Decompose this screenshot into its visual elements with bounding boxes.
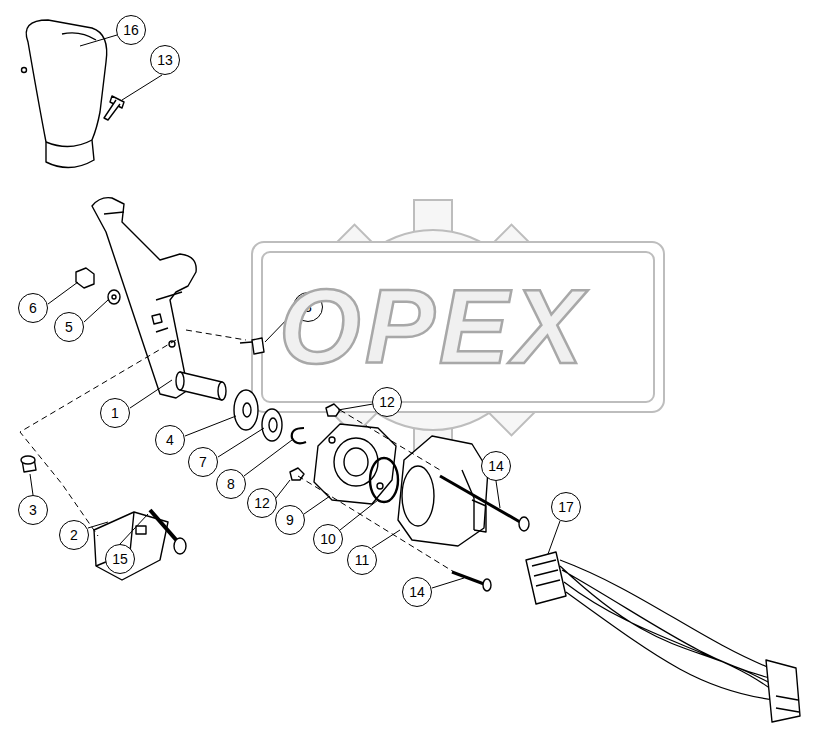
callout-number: 4	[155, 425, 185, 455]
callout-text: 14	[409, 585, 425, 599]
callout-text: 5	[65, 320, 73, 334]
callout-text: 3	[29, 503, 37, 517]
callout-text: 12	[379, 395, 395, 409]
watermark-gear	[252, 200, 664, 460]
callout-number: 12	[372, 387, 402, 417]
watermark-text: OPEX	[279, 274, 587, 379]
callout-number: 14	[402, 577, 432, 607]
callout-number: 7	[188, 447, 218, 477]
callout-number: 17	[551, 492, 581, 522]
callout-text: 8	[227, 477, 235, 491]
callout-number: 14	[481, 451, 511, 481]
callout-number: 11	[347, 545, 377, 575]
callout-text: 4	[166, 433, 174, 447]
callout-text: 7	[199, 455, 207, 469]
callout-number: 8	[216, 469, 246, 499]
callout-text: 9	[286, 513, 294, 527]
callout-number: 5	[54, 312, 84, 342]
callout-number: 12	[247, 488, 277, 518]
callout-number: 1	[100, 398, 130, 428]
callout-number: 2	[59, 520, 89, 550]
callout-text: 15	[112, 552, 128, 566]
callout-number: 10	[313, 524, 343, 554]
callout-text: 14	[488, 459, 504, 473]
callout-text: 1	[111, 406, 119, 420]
callout-text: 2	[70, 528, 78, 542]
callout-number: 13	[150, 45, 180, 75]
callout-number: 15	[105, 544, 135, 574]
callout-number: 16	[116, 15, 146, 45]
callout-text: 13	[157, 53, 173, 67]
callout-text: 12	[254, 496, 270, 510]
callout-text: 16	[123, 23, 139, 37]
callout-text: 6	[29, 301, 37, 315]
callout-text: 11	[355, 553, 370, 567]
callout-number: 9	[275, 505, 305, 535]
callout-text: 10	[320, 532, 336, 546]
callout-number: 3	[18, 495, 48, 525]
part-drawings	[21, 20, 800, 722]
callout-number: 6	[18, 293, 48, 323]
callout-text: 17	[558, 500, 574, 514]
